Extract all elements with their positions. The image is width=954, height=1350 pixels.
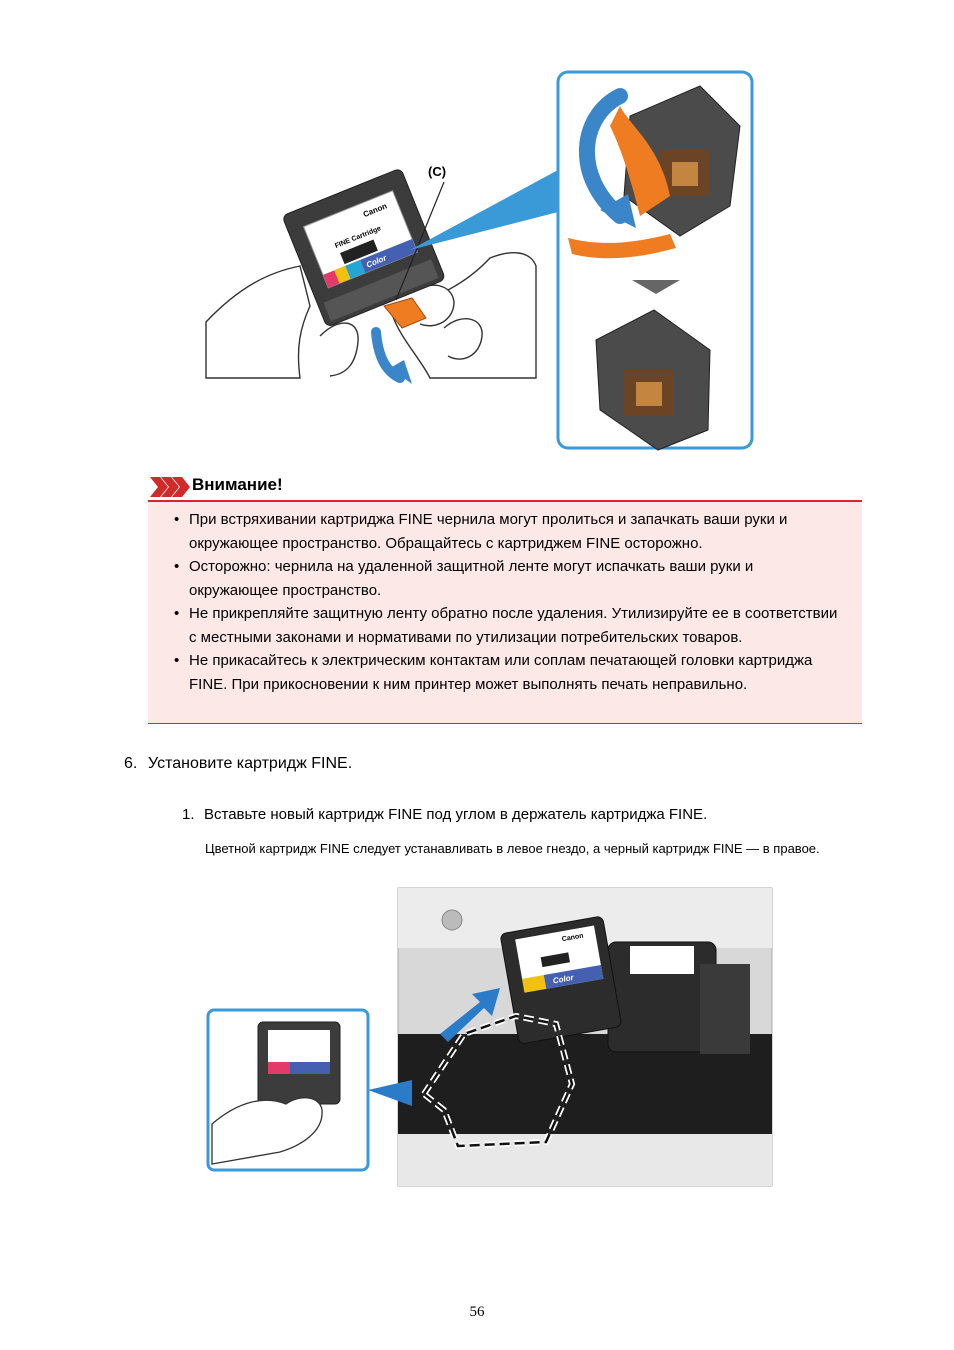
caution-box: При встряхивании картриджа FINE чернила …: [148, 502, 862, 724]
cartridge-tape-removal-illustration: Canon FINE Cartridge Color (C): [205, 70, 754, 451]
callout-label: (C): [428, 164, 446, 179]
cartridge-install-illustration: Canon Color: [206, 887, 773, 1187]
substep-text: Вставьте новый картридж FINE под углом в…: [204, 806, 708, 823]
cartridge-type: Color: [552, 973, 575, 986]
cartridge-brand: Canon: [561, 933, 584, 944]
caution-chevrons-icon: [150, 477, 190, 497]
caution-item: При встряхивании картриджа FINE чернила …: [174, 508, 844, 555]
caution-item: Не прикасайтесь к электрическим контакта…: [174, 649, 844, 696]
caution-list: При встряхивании картриджа FINE чернила …: [174, 508, 844, 696]
caution-divider: [148, 500, 862, 502]
substep-number: 1.: [182, 806, 195, 823]
caution-item: Не прикрепляйте защитную ленту обратно п…: [174, 602, 844, 649]
caution-item: Осторожно: чернила на удаленной защитной…: [174, 555, 844, 602]
substep-1: 1. Вставьте новый картридж FINE под углом…: [182, 805, 707, 825]
page-number: 56: [469, 1304, 485, 1320]
substep-note: Цветной картридж FINE следует устанавлив…: [205, 841, 820, 856]
caution-header: Внимание!: [148, 474, 862, 500]
step-text: Установите картридж FINE.: [148, 755, 353, 772]
caution-title: Внимание!: [192, 475, 283, 494]
step-6: 6. Установите картридж FINE.: [124, 754, 352, 774]
step-number: 6.: [124, 755, 138, 772]
